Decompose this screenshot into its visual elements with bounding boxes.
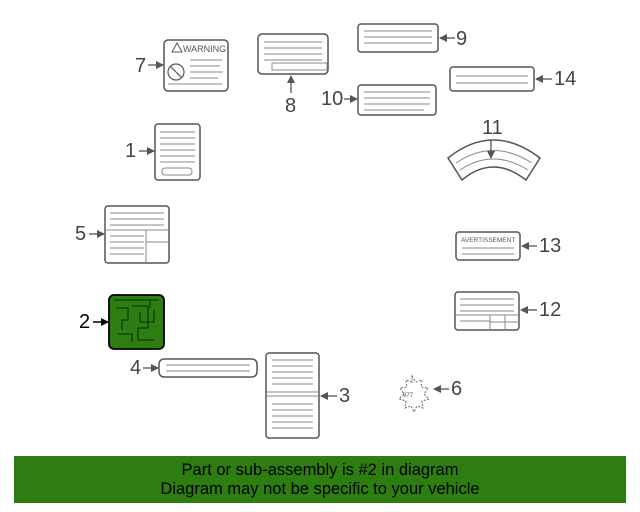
callout-8: 8 <box>285 95 297 117</box>
part-6-maple-leaf-label[interactable]: 977 <box>398 374 430 414</box>
callout-10: 10 <box>321 88 344 110</box>
callout-13: 13 <box>539 235 562 257</box>
part-9-label[interactable] <box>357 23 439 53</box>
callout-9: 9 <box>456 28 468 50</box>
callout-2: 2 <box>79 311 91 333</box>
part-12-label[interactable] <box>454 291 520 331</box>
part-1-label[interactable] <box>154 123 201 181</box>
part-4-strip-label[interactable] <box>158 358 258 378</box>
part-2-label-highlighted[interactable] <box>108 294 165 350</box>
part-11-arc-label[interactable] <box>447 139 542 182</box>
part-3-label[interactable] <box>265 352 320 439</box>
callout-14: 14 <box>554 68 577 90</box>
part-7-warning-label[interactable]: WARNING <box>163 39 229 92</box>
warning-label-text: WARNING <box>183 44 226 54</box>
callout-11: 11 <box>482 117 503 139</box>
callout-7: 7 <box>135 55 147 77</box>
banner-line-1: Part or sub-assembly is #2 in diagram <box>181 460 459 479</box>
banner-line-2: Diagram may not be specific to your vehi… <box>160 479 480 498</box>
callout-5: 5 <box>75 223 87 245</box>
avertissement-label-text: AVERTISSEMENT <box>461 237 515 244</box>
part-14-label[interactable] <box>449 66 535 92</box>
maple-leaf-text: 977 <box>403 393 414 399</box>
warning-triangle-icon <box>171 41 183 53</box>
part-8-label[interactable] <box>257 33 329 75</box>
parts-diagram: WARNING <box>89 23 552 439</box>
callout-3: 3 <box>339 385 351 407</box>
callout-4: 4 <box>130 357 142 379</box>
part-10-label[interactable] <box>357 84 437 116</box>
callout-6: 6 <box>451 378 463 400</box>
callout-12: 12 <box>539 299 562 321</box>
info-banner: Part or sub-assembly is #2 in diagram Di… <box>14 456 626 503</box>
part-13-label[interactable]: AVERTISSEMENT <box>455 231 521 261</box>
callout-1: 1 <box>125 140 137 162</box>
part-5-label[interactable] <box>104 205 170 264</box>
